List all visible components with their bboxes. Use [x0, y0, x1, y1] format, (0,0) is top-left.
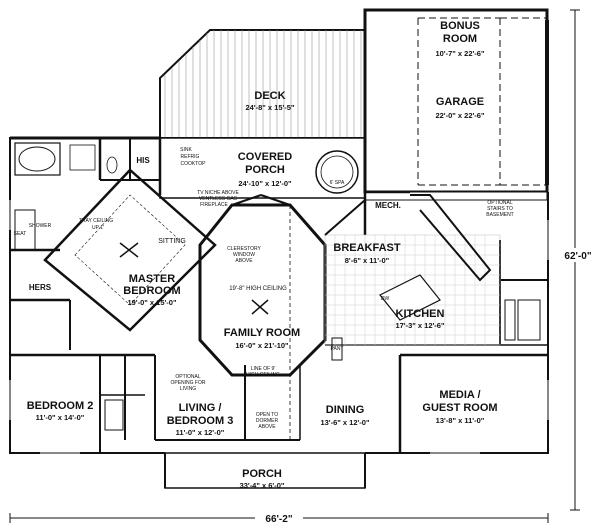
- porch-label: PORCH 33'-4" x 6'-0": [240, 468, 285, 490]
- dormer-label-2: DORMER: [256, 418, 279, 424]
- kitchen-floor: [324, 194, 541, 361]
- family-size: 16'-0" x 21'-10": [235, 341, 289, 350]
- optional-stairs-label-2: STAIRS TO: [487, 206, 513, 212]
- living-label: LIVING / BEDROOM 3 11'-0" x 12'-0": [167, 402, 234, 437]
- optional-stairs-label-3: BASEMENT: [486, 212, 514, 218]
- dining-name: DINING: [326, 404, 365, 416]
- breakfast-label: BREAKFAST 8'-6" x 11'-0": [333, 242, 401, 265]
- line-ceiling-label: LINE OF 9': [251, 366, 276, 372]
- porch-name: PORCH: [242, 468, 282, 480]
- master-size: 19'-0" x 15'-0": [127, 298, 176, 307]
- master-bedroom-outline: [43, 168, 217, 332]
- overall-depth-label: 62'-0": [564, 251, 591, 262]
- covered-porch-name-2: PORCH: [245, 164, 285, 176]
- master-bedroom-label: MASTER BEDROOM 19'-0" x 15'-0": [123, 273, 180, 307]
- bedroom2-size: 11'-0" x 14'-0": [36, 413, 85, 422]
- family-room-outline: [198, 194, 327, 440]
- covered-porch-name: COVERED: [238, 151, 292, 163]
- clerestory-label: CLERESTORY: [227, 246, 261, 252]
- tray-ceiling-label-2: UP 1': [92, 225, 104, 231]
- living-name: LIVING /: [179, 402, 222, 414]
- dining-label: DINING 13'-6" x 12'-0": [320, 404, 369, 427]
- optional-opening-label-2: OPENING FOR: [170, 380, 205, 386]
- pantry-label: PANT: [331, 346, 344, 352]
- media-name: MEDIA /: [439, 389, 480, 401]
- optional-opening-label-3: LIVING: [180, 386, 197, 392]
- overall-width-label: 66'-2": [265, 514, 292, 525]
- porch-size: 33'-4" x 6'-0": [240, 481, 285, 490]
- living-size: 11'-0" x 12'-0": [176, 428, 225, 437]
- bonus-room-size: 10'-7" x 22'-6": [435, 49, 484, 58]
- tv-niche-label: TV NICHE ABOVE: [197, 190, 239, 196]
- living-name-2: BEDROOM 3: [167, 415, 234, 427]
- bedroom2-label: BEDROOM 2 11'-0" x 14'-0": [27, 400, 94, 422]
- high-ceiling-label: 19'-8" HIGH CEILING: [229, 286, 287, 292]
- house-walls: [9, 136, 549, 454]
- line-ceiling-label-2: HIGH CEILING: [246, 372, 280, 378]
- sink-label: SINK: [180, 147, 192, 153]
- master-name-2: BEDROOM: [123, 285, 180, 297]
- his-closet-label: HIS: [136, 156, 150, 165]
- family-room-label: FAMILY ROOM 16'-0" x 21'-10": [224, 327, 300, 350]
- tv-niche-label-3: FIREPLACE: [200, 202, 228, 208]
- covered-porch-size: 24'-10" x 12'-0": [238, 179, 292, 188]
- kitchen-size: 17'-3" x 12'-6": [395, 321, 444, 330]
- garage-name: GARAGE: [436, 96, 484, 108]
- deck-size: 24'-8" x 15'-5": [245, 103, 294, 112]
- dormer-label: OPEN TO: [256, 412, 278, 418]
- sitting-label: SITTING: [158, 238, 186, 245]
- windows: [7, 200, 551, 456]
- refrig-label: REFRIG: [181, 154, 200, 160]
- media-label: MEDIA / GUEST ROOM 13'-8" x 11'-0": [422, 389, 497, 425]
- shower-label: SHOWER: [29, 223, 52, 229]
- optional-opening-label: OPTIONAL: [175, 374, 201, 380]
- deck-name: DECK: [254, 90, 285, 102]
- covered-porch: [159, 137, 366, 199]
- bonus-room-label: BONUS ROOM 10'-7" x 22'-6": [435, 20, 484, 58]
- dining-size: 13'-6" x 12'-0": [320, 418, 369, 427]
- media-name-2: GUEST ROOM: [422, 402, 497, 414]
- front-porch: [164, 452, 366, 489]
- bath-fixtures: [104, 299, 516, 431]
- optional-stairs-label: OPTIONAL: [487, 200, 513, 206]
- bonus-room-name-2: ROOM: [443, 33, 477, 45]
- kitchen-label: KITCHEN 17'-3" x 12'-6": [395, 308, 444, 330]
- garage: [363, 8, 549, 201]
- tray-ceiling-label: TRAY CEILING: [79, 218, 113, 224]
- ceiling-fan-icon: [251, 299, 269, 315]
- hers-closet-label: HERS: [29, 283, 52, 292]
- mech-label: MECH.: [375, 201, 401, 210]
- master-bath-fixtures: [14, 142, 118, 251]
- covered-porch-label: COVERED PORCH 24'-10" x 12'-0": [238, 151, 292, 188]
- garage-label: GARAGE 22'-0" x 22'-6": [435, 96, 484, 120]
- clerestory-label-3: ABOVE: [235, 258, 253, 264]
- dormer-label-3: ABOVE: [258, 424, 276, 430]
- cooktop-label: COOKTOP: [181, 161, 207, 167]
- tv-niche-label-2: VENTLESS GAS: [199, 196, 238, 202]
- ceiling-fan-icon: [119, 242, 139, 258]
- clerestory-label-2: WINDOW: [233, 252, 255, 258]
- bonus-room-name: BONUS: [440, 20, 480, 32]
- spa-label: 6' SPA: [330, 180, 345, 186]
- dishwasher-label: DW: [381, 296, 390, 302]
- media-size: 13'-8" x 11'-0": [436, 416, 485, 425]
- kitchen-name: KITCHEN: [396, 308, 445, 320]
- breakfast-name: BREAKFAST: [333, 242, 401, 254]
- deck: [159, 29, 366, 139]
- deck-label: DECK 24'-8" x 15'-5": [245, 90, 294, 112]
- bedroom2-name: BEDROOM 2: [27, 400, 94, 412]
- garage-size: 22'-0" x 22'-6": [435, 111, 484, 120]
- seat-label: SEAT: [14, 231, 27, 237]
- master-name: MASTER: [129, 273, 176, 285]
- breakfast-size: 8'-6" x 11'-0": [345, 256, 390, 265]
- family-name: FAMILY ROOM: [224, 327, 300, 339]
